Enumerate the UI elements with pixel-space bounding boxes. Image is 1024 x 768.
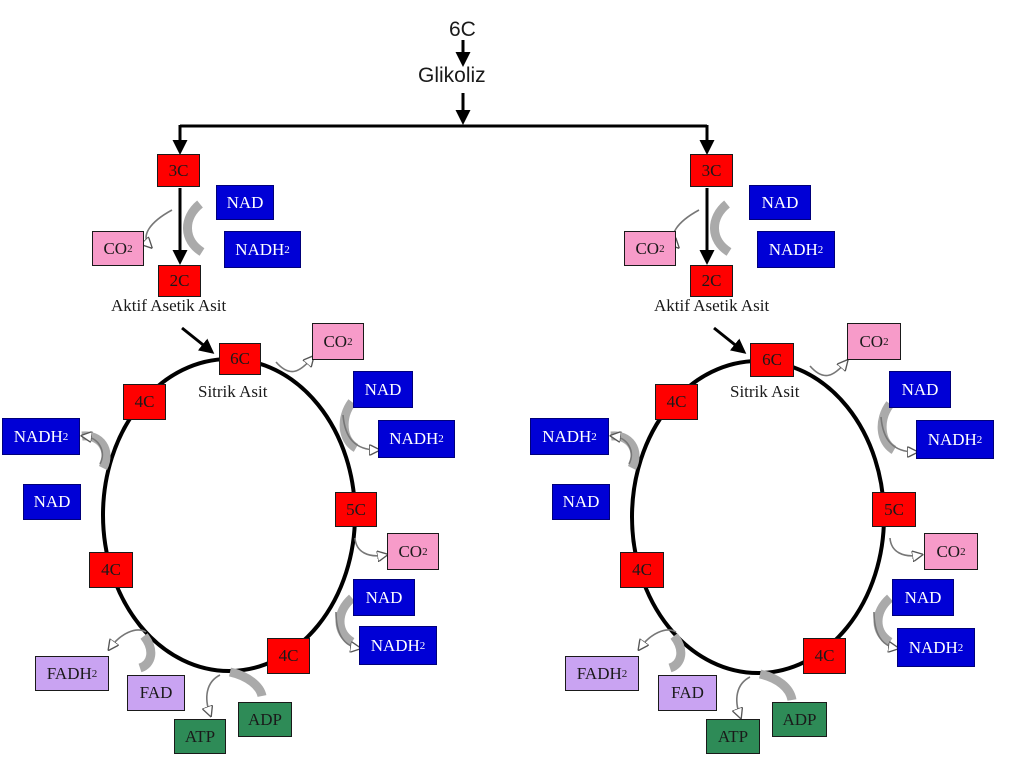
atp-arrow-right: [737, 676, 751, 716]
acetyl-2c-right: 2C: [690, 265, 733, 297]
nad-box-left-top: NAD: [216, 185, 274, 220]
arrow-acetyl-to-citrate-right: [713, 326, 747, 354]
nad-box-left-cycle-lower: NAD: [353, 579, 415, 616]
citrate-6c-right: 6C: [750, 343, 794, 377]
nad-curve-right-upper-right: [877, 401, 897, 454]
nadh-arrow-right-lower-right: [873, 611, 896, 648]
adp-box-right: ADP: [772, 702, 827, 737]
five-c-right: 5C: [872, 492, 916, 527]
nadh-arrow-right-upper-right: [880, 416, 915, 452]
adp-curve-right: [758, 669, 797, 702]
four-c-bottom-right: 4C: [803, 638, 846, 674]
citrate-label-left: Sitrik Asit: [198, 382, 268, 401]
fad-curve-right: [668, 633, 686, 673]
nad-box-left-side: NAD: [23, 484, 81, 520]
co2-arrow-5c-right: [889, 537, 920, 556]
co2-arrow-citrate-right: [809, 362, 846, 377]
five-c-left: 5C: [335, 492, 377, 527]
nad-box-right-cycle-lower: NAD: [892, 579, 954, 616]
nad-box-right-top: NAD: [749, 185, 811, 220]
atp-box-right: ATP: [706, 719, 760, 754]
fadh-arrow-left: [110, 629, 147, 648]
nadh-arrow-right-upper-left: [342, 414, 377, 450]
co2-release-arrow-left: [146, 209, 173, 246]
adp-curve-left: [228, 667, 267, 698]
fad-box-right: FAD: [658, 675, 717, 711]
pyruvate-3c-right: 3C: [690, 154, 733, 187]
nad-reduction-curve-left: [183, 200, 205, 256]
citrate-6c-left: 6C: [219, 343, 261, 375]
co2-arrow-citrate-left: [275, 358, 312, 373]
four-c-top-left: 4C: [123, 384, 166, 420]
adp-box-left: ADP: [238, 702, 292, 737]
nad-curve-right-upper-left: [339, 399, 359, 452]
nad-box-left-cycle-upper: NAD: [353, 371, 413, 408]
fad-box-left: FAD: [127, 675, 185, 711]
atp-box-left: ATP: [174, 719, 226, 754]
four-c-bottom-left: 4C: [267, 638, 310, 674]
atp-arrow-left: [207, 674, 221, 714]
acetyl-2c-left: 2C: [158, 265, 201, 297]
co2-release-arrow-right: [673, 209, 700, 246]
glikoliz-label: Glikoliz: [418, 64, 486, 87]
acetyl-label-right: Aktif Asetik Asit: [654, 296, 770, 315]
nadh-arrow-right-lower-left: [335, 611, 358, 648]
pyruvate-3c-left: 3C: [157, 154, 200, 187]
fad-curve-left: [138, 633, 156, 673]
fadh-arrow-right: [640, 629, 677, 648]
acetyl-label-left: Aktif Asetik Asit: [111, 296, 227, 315]
nad-curve-right-lower-left: [335, 594, 356, 646]
nad-reduction-curve-right: [710, 200, 732, 256]
nad-box-right-cycle-upper: NAD: [889, 371, 951, 408]
co2-arrow-5c-left: [354, 537, 385, 556]
nadh-arrow-left-side-right: [613, 436, 633, 465]
citrate-label-right: Sitrik Asit: [730, 382, 800, 401]
glucose-6c-label: 6C: [449, 18, 476, 41]
nadh-arrow-left-side-left: [84, 436, 104, 465]
arrow-acetyl-to-citrate-left: [181, 326, 215, 354]
four-c-top-right: 4C: [655, 384, 698, 420]
nad-curve-right-lower-right: [873, 594, 894, 646]
four-c-left-side-right: 4C: [620, 552, 664, 588]
nad-box-right-side: NAD: [552, 484, 610, 520]
four-c-left-side-left: 4C: [89, 552, 133, 588]
